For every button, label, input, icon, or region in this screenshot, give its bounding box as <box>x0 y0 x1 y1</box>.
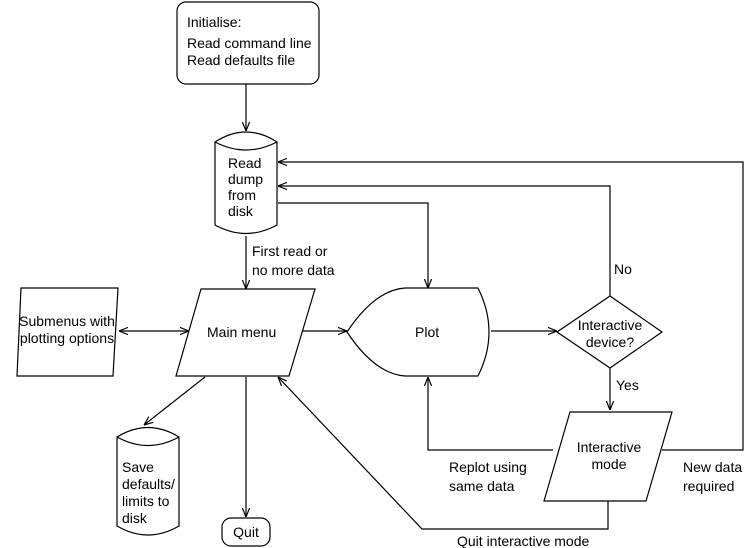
submenus-line-1: Submenus with <box>19 313 115 329</box>
arrow-read-to-plot <box>278 202 428 288</box>
submenus-node: Submenus with plotting options <box>16 287 119 377</box>
edge-labels: First read or no more data No Yes Replot… <box>252 243 742 548</box>
init-line-3: Read defaults file <box>187 52 295 68</box>
replot-line-1: Replot using <box>449 459 527 475</box>
yes-label: Yes <box>616 377 639 393</box>
interactive-mode-line-2: mode <box>591 456 626 472</box>
plot-label: Plot <box>415 324 439 340</box>
new-data-line-2: required <box>683 478 734 494</box>
arrow-quit-interactive <box>278 377 609 530</box>
arrow-no-to-read <box>278 186 611 296</box>
init-line-1: Initialise: <box>187 14 241 30</box>
arrow-main-to-save <box>144 376 206 425</box>
read-dump-line-4: disk <box>228 203 254 219</box>
init-line-2: Read command line <box>187 35 312 51</box>
read-dump-line-2: dump <box>228 171 263 187</box>
plot-node: Plot <box>346 287 490 377</box>
main-menu-node: Main menu <box>175 288 316 377</box>
new-data-line-1: New data <box>683 459 742 475</box>
first-read-line-1: First read or <box>252 243 328 259</box>
interactive-mode-node: Interactive mode <box>543 411 673 502</box>
save-defaults-line-3: limits to <box>122 493 170 509</box>
connectors <box>119 84 744 530</box>
interactive-device-line-1: Interactive <box>578 317 643 333</box>
interactive-device-line-2: device? <box>586 334 634 350</box>
interactive-device-node: Interactive device? <box>555 295 664 369</box>
init-node: Initialise: Read command line Read defau… <box>176 1 320 85</box>
interactive-mode-line-1: Interactive <box>577 439 642 455</box>
read-dump-line-3: from <box>228 187 256 203</box>
arrow-replot <box>428 377 553 451</box>
save-defaults-line-2: defaults/ <box>122 476 175 492</box>
quit-label: Quit <box>233 524 259 540</box>
read-dump-line-1: Read <box>228 155 261 171</box>
quit-node: Quit <box>221 517 271 547</box>
no-label: No <box>614 261 632 277</box>
arrow-new-data <box>278 162 744 451</box>
read-dump-node: Read dump from disk <box>214 131 278 234</box>
submenus-line-2: plotting options <box>20 330 114 346</box>
save-defaults-line-4: disk <box>122 510 148 526</box>
save-defaults-line-1: Save <box>122 459 154 475</box>
replot-line-2: same data <box>449 478 515 494</box>
main-menu-label: Main menu <box>207 324 276 340</box>
first-read-line-2: no more data <box>252 262 335 278</box>
quit-interactive-label: Quit interactive mode <box>457 533 589 548</box>
save-defaults-node: Save defaults/ limits to disk <box>116 427 180 536</box>
